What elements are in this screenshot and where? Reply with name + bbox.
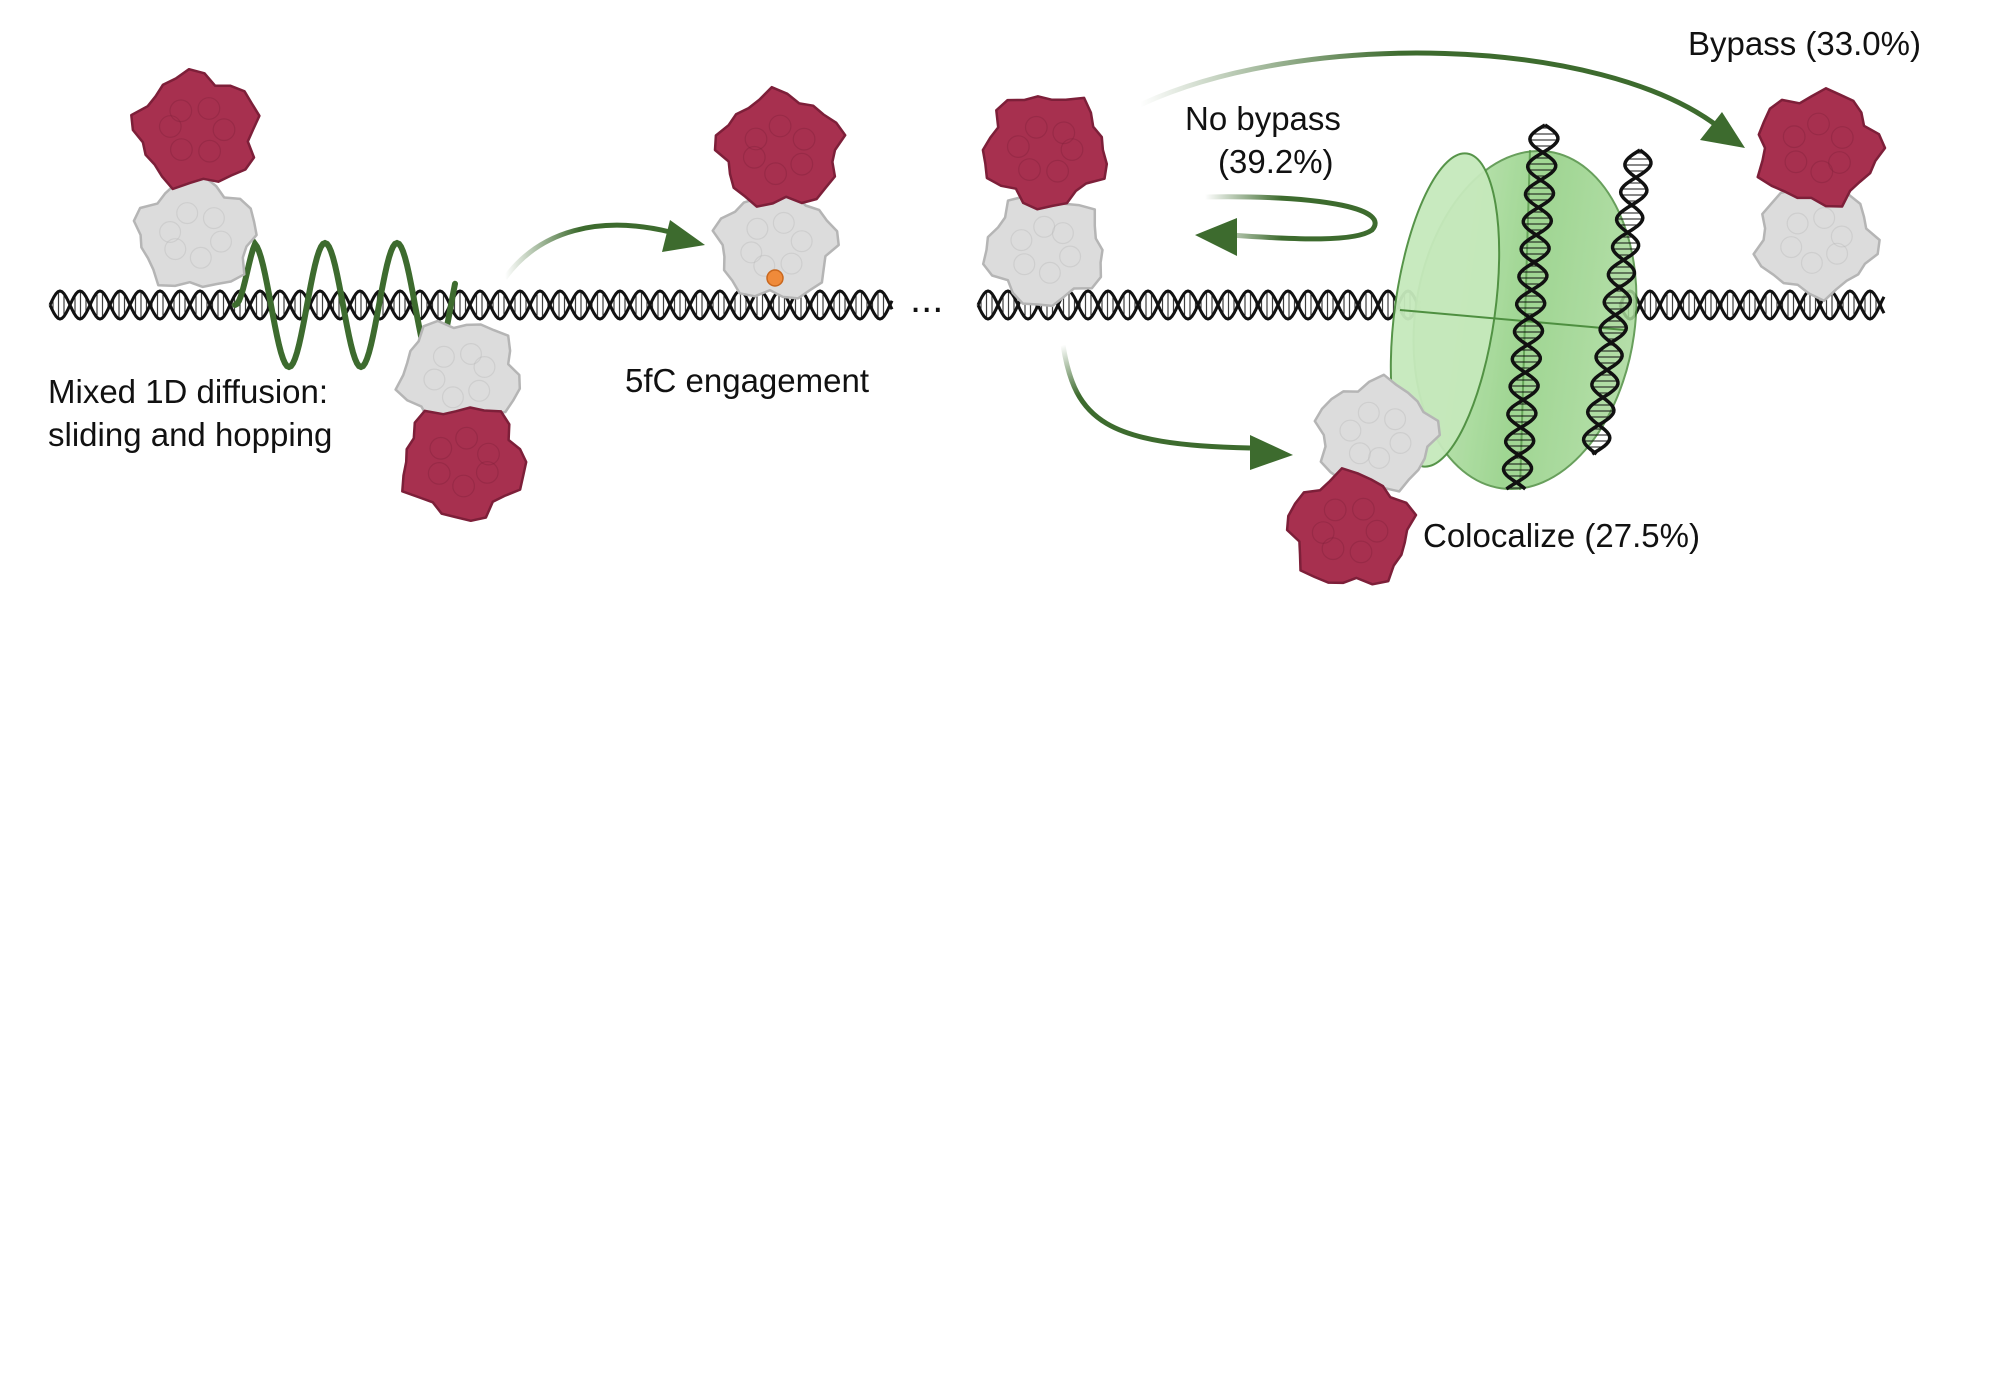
engagement-label: 5fC engagement [625, 362, 869, 399]
arrow-no-bypass [1204, 194, 1378, 242]
colocalize-label: Colocalize (27.5%) [1423, 517, 1700, 554]
protein-complex-diffusing-bottom [394, 319, 528, 523]
protein-complex-colocalized [1285, 373, 1442, 586]
diffusion-label-line2: sliding and hopping [48, 416, 332, 453]
arrow-head-bypass [1700, 112, 1745, 148]
protein-complex-pre-nucleosome-gray-subunit [981, 195, 1104, 308]
dna-helix-right [1618, 289, 1886, 321]
protein-complex-engaged [711, 85, 847, 300]
arrow-colocalize [1060, 344, 1251, 451]
bypass-label: Bypass (33.0%) [1688, 25, 1921, 62]
protein-complex-colocalized-gray-subunit [1313, 373, 1442, 493]
arrow-bypass [1138, 50, 1722, 130]
no-bypass-label-line2: (39.2%) [1218, 143, 1334, 180]
arrow-to-engagement [502, 222, 671, 280]
protein-complex-diffusing-top-gray-subunit [132, 175, 258, 289]
dna-helix-left [48, 289, 894, 321]
protein-complex-diffusing-top [130, 67, 261, 289]
arrow-head-engagement [662, 220, 705, 252]
nucleosome-dna-front [1501, 123, 1560, 491]
protein-complex-bypass [1752, 87, 1887, 303]
protein-complex-diffusing-bottom-red-subunit [401, 406, 528, 523]
arrow-layer [502, 50, 1745, 470]
diffusion-wave [232, 237, 458, 371]
protein-complex-bypass-red-subunit [1756, 87, 1887, 208]
arrow-head-colocalize [1250, 435, 1293, 470]
diffusion-label-line1: Mixed 1D diffusion: [48, 373, 328, 410]
protein-complex-engaged-red-subunit [713, 85, 847, 208]
nucleosome-dna-back [1581, 148, 1653, 456]
5fc-lesion-dot [766, 269, 784, 287]
dna-layer [48, 289, 1886, 321]
arrow-head-no-bypass [1195, 218, 1237, 256]
protein-layer [130, 67, 1887, 586]
protein-complex-pre-nucleosome [981, 95, 1109, 308]
no-bypass-label-line1: No bypass [1185, 100, 1341, 137]
protein-complex-pre-nucleosome-red-subunit [981, 95, 1109, 211]
protein-complex-diffusing-top-red-subunit [130, 67, 261, 191]
protein-complex-colocalized-red-subunit [1285, 467, 1418, 586]
nucleosome-dna-wrap [1501, 123, 1653, 491]
ellipsis-text: ... [910, 277, 943, 321]
nucleosome-icon [1389, 123, 1653, 491]
